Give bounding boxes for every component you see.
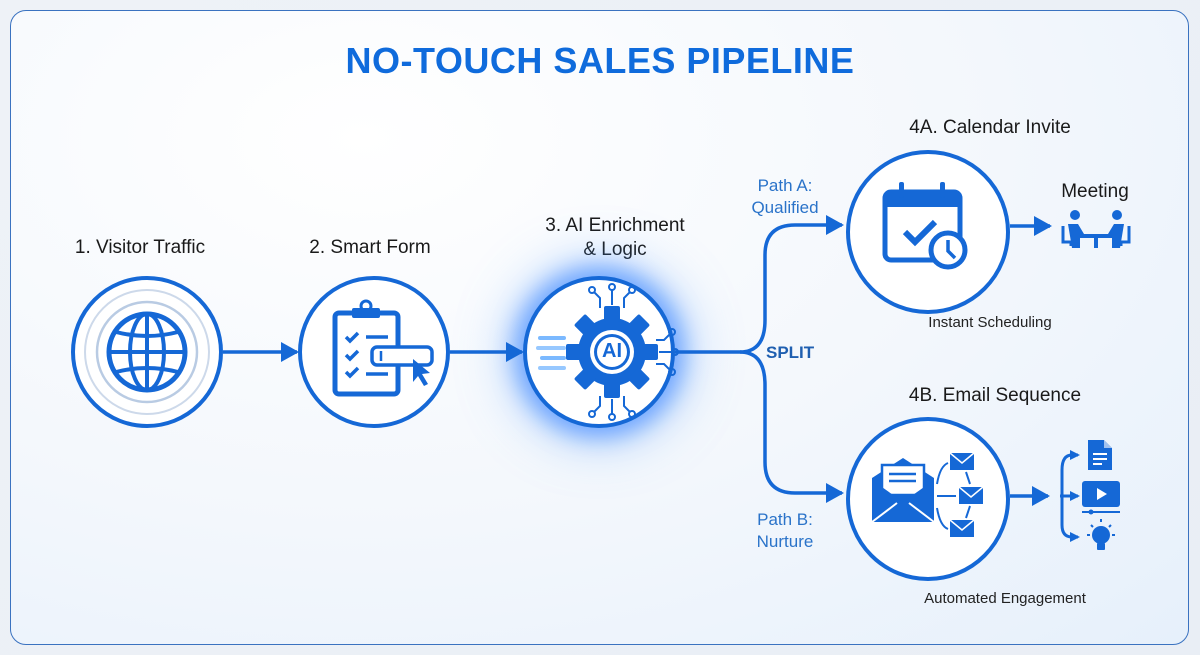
split-connector <box>675 215 844 503</box>
globe-icon <box>84 289 210 415</box>
step-label-smart-form: 2. Smart Form <box>309 237 431 258</box>
ai-gear-icon <box>536 283 679 421</box>
step-label-ai-line1: 3. AI Enrichment <box>545 215 685 236</box>
arrow-email-to-content <box>1010 450 1080 542</box>
step-label-calendar-invite: 4A. Calendar Invite <box>909 117 1071 138</box>
meeting-icon <box>1061 210 1131 248</box>
path-b-line1: Path B: <box>757 510 813 529</box>
document-icon <box>1088 440 1112 470</box>
step-label-ai-line2: & Logic <box>583 239 647 260</box>
caption-automated-engagement: Automated Engagement <box>924 590 1086 607</box>
step-label-visitor-traffic: 1. Visitor Traffic <box>74 237 206 258</box>
path-b-line2: Nurture <box>756 532 814 551</box>
video-icon <box>1082 481 1120 515</box>
calendar-clock-icon <box>882 182 968 270</box>
split-label: SPLIT <box>766 343 815 362</box>
step-label-email-sequence: 4B. Email Sequence <box>908 385 1082 406</box>
caption-instant-scheduling: Instant Scheduling <box>928 314 1052 331</box>
data-stream-icon <box>536 336 566 370</box>
path-a-label: Path A: Qualified <box>730 175 840 219</box>
outcome-label-meeting: Meeting <box>1061 181 1129 202</box>
path-b-label: Path B: Nurture <box>730 509 840 553</box>
path-a-line2: Qualified <box>751 198 819 217</box>
small-envelope-icon <box>949 452 984 537</box>
page-title: NO-TOUCH SALES PIPELINE <box>345 40 855 81</box>
email-sequence-icon <box>871 452 984 537</box>
path-a-line1: Path A: <box>757 176 813 195</box>
step-label-ai-enrichment: 3. AI Enrichment & Logic <box>500 214 730 262</box>
lightbulb-icon <box>1087 519 1115 550</box>
ai-text: AI <box>602 340 622 362</box>
clipboard-form-icon <box>332 299 434 397</box>
